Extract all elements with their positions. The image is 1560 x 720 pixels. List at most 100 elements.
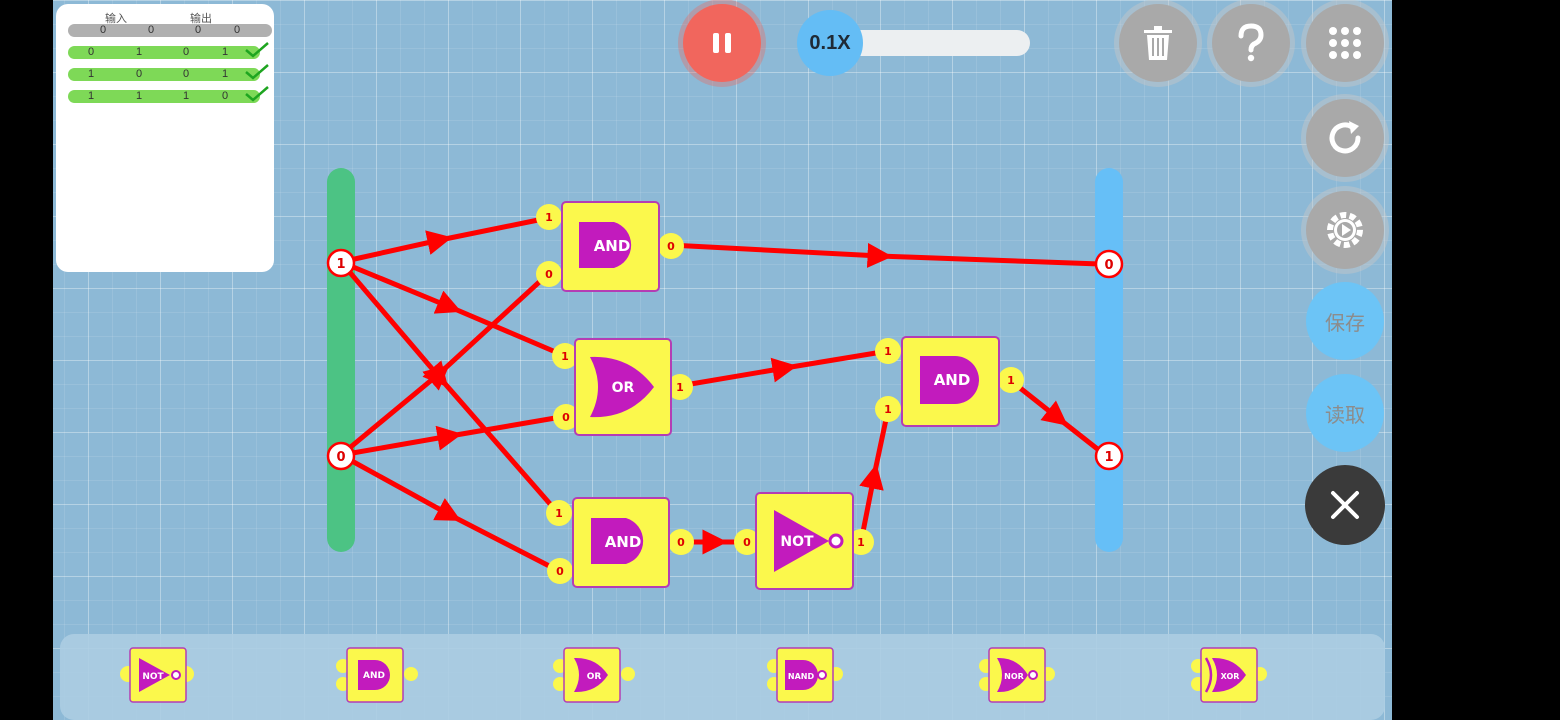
wire [1007, 377, 1103, 454]
close-button[interactable] [1305, 465, 1385, 545]
gate-output-value: 1 [676, 381, 684, 394]
gate-input-value: 0 [556, 565, 564, 578]
wire [338, 452, 562, 574]
palette-label: NOT [142, 672, 164, 682]
gate-and-bottom[interactable]: AND 1 0 0 [546, 497, 694, 588]
gate-label: AND [594, 237, 631, 255]
truth-value: 0 [222, 90, 229, 102]
truth-table-row: 0 1 0 1 [68, 42, 269, 59]
palette-label: NAND [788, 672, 815, 681]
pause-button[interactable] [683, 4, 761, 82]
gate-label: OR [612, 380, 635, 396]
question-mark-icon [1238, 23, 1264, 62]
output-header: 输出 [190, 13, 212, 25]
delete-button[interactable] [1119, 4, 1197, 82]
speed-slider-knob[interactable]: 0.1X [797, 10, 863, 76]
truth-value: 1 [222, 46, 229, 58]
level-menu-button[interactable] [1306, 4, 1384, 82]
truth-value: 1 [136, 90, 143, 102]
wire [667, 242, 1103, 268]
palette-label: AND [363, 671, 385, 681]
grid-icon [1329, 27, 1361, 59]
input-node-1[interactable]: 1 [326, 248, 356, 278]
gear-icon [1327, 212, 1363, 248]
wire [858, 407, 891, 545]
wire [338, 413, 570, 458]
wire [338, 259, 568, 359]
check-icon [245, 64, 269, 80]
output-node-value: 1 [1104, 450, 1113, 465]
truth-value: 1 [88, 90, 95, 102]
truth-value: 0 [100, 24, 107, 36]
gate-output-value: 0 [677, 536, 685, 549]
gate-input-value: 0 [743, 536, 751, 549]
pause-icon [713, 33, 731, 53]
output-node-1: 0 [1094, 249, 1124, 279]
truth-value: 1 [222, 68, 229, 80]
wire [338, 271, 551, 458]
circuit-canvas[interactable]: 1 0 0 1 AND 1 0 0 [53, 0, 1392, 720]
reset-button[interactable] [1306, 99, 1384, 177]
input-node-2[interactable]: 0 [326, 441, 356, 471]
palette-label: NOR [1004, 672, 1024, 681]
wire [338, 215, 551, 265]
gate-label: NOT [780, 534, 814, 550]
gate-input-value: 0 [545, 268, 553, 281]
output-node-value: 0 [1104, 258, 1113, 273]
truth-value: 0 [136, 68, 143, 80]
truth-table-row: 0 0 0 0 [68, 24, 272, 37]
trash-icon [1144, 26, 1172, 60]
palette-xor-gate[interactable]: XOR [1184, 644, 1272, 704]
palette-label: OR [587, 672, 602, 682]
truth-table-row: 1 0 0 1 [68, 64, 269, 81]
output-node-2: 1 [1094, 441, 1124, 471]
check-icon [245, 42, 269, 58]
palette-or-gate[interactable]: OR [548, 644, 636, 704]
wire [676, 348, 891, 389]
gate-not[interactable]: NOT 0 1 [734, 492, 874, 590]
truth-value: 0 [195, 24, 202, 36]
gate-output-value: 0 [667, 240, 675, 253]
gate-label: AND [605, 533, 642, 551]
input-node-value: 0 [336, 450, 345, 465]
gate-output-value: 1 [1007, 374, 1015, 387]
wires [338, 215, 1103, 574]
refresh-icon [1329, 121, 1361, 154]
input-node-value: 1 [336, 257, 345, 272]
truth-value: 1 [136, 46, 143, 58]
truth-value: 0 [183, 68, 190, 80]
output-rail [1095, 168, 1123, 552]
gate-label: AND [934, 371, 971, 389]
truth-value: 1 [183, 90, 190, 102]
gate-and-top[interactable]: AND 1 0 0 [536, 201, 684, 292]
gate-input-value: 1 [561, 350, 569, 363]
close-icon [1331, 491, 1359, 519]
gate-input-value: 1 [884, 345, 892, 358]
gate-and-right[interactable]: AND 1 1 1 [875, 336, 1024, 427]
truth-value: 0 [148, 24, 155, 36]
input-rail [327, 168, 355, 552]
truth-table-row: 1 1 1 0 [68, 86, 269, 103]
save-button[interactable]: 保存 [1306, 282, 1384, 360]
palette-label: XOR [1221, 672, 1240, 681]
gate-input-value: 0 [562, 411, 570, 424]
truth-value: 1 [88, 68, 95, 80]
load-button[interactable]: 读取 [1306, 374, 1384, 452]
truth-value: 0 [183, 46, 190, 58]
palette-not-gate[interactable]: NOT [114, 644, 202, 704]
settings-button[interactable] [1306, 191, 1384, 269]
palette-and-gate[interactable]: AND [331, 644, 419, 704]
truth-table-panel: 输入 输出 0 0 0 0 0 1 0 1 1 0 0 1 1 1 1 0 [56, 4, 274, 272]
palette-nor-gate[interactable]: NOR [972, 644, 1060, 704]
palette-nand-gate[interactable]: NAND [760, 644, 848, 704]
gate-input-value: 1 [555, 507, 563, 520]
gate-input-value: 1 [545, 211, 553, 224]
circuit-board[interactable]: 1 0 0 1 AND 1 0 0 [53, 0, 1392, 720]
gate-or[interactable]: OR 1 0 1 [552, 338, 693, 436]
gate-input-value: 1 [884, 403, 892, 416]
truth-value: 0 [88, 46, 95, 58]
gate-palette: NOT AND OR NAND [60, 634, 1385, 720]
input-header: 输入 [105, 13, 127, 25]
gate-output-value: 1 [857, 536, 865, 549]
help-button[interactable] [1212, 4, 1290, 82]
